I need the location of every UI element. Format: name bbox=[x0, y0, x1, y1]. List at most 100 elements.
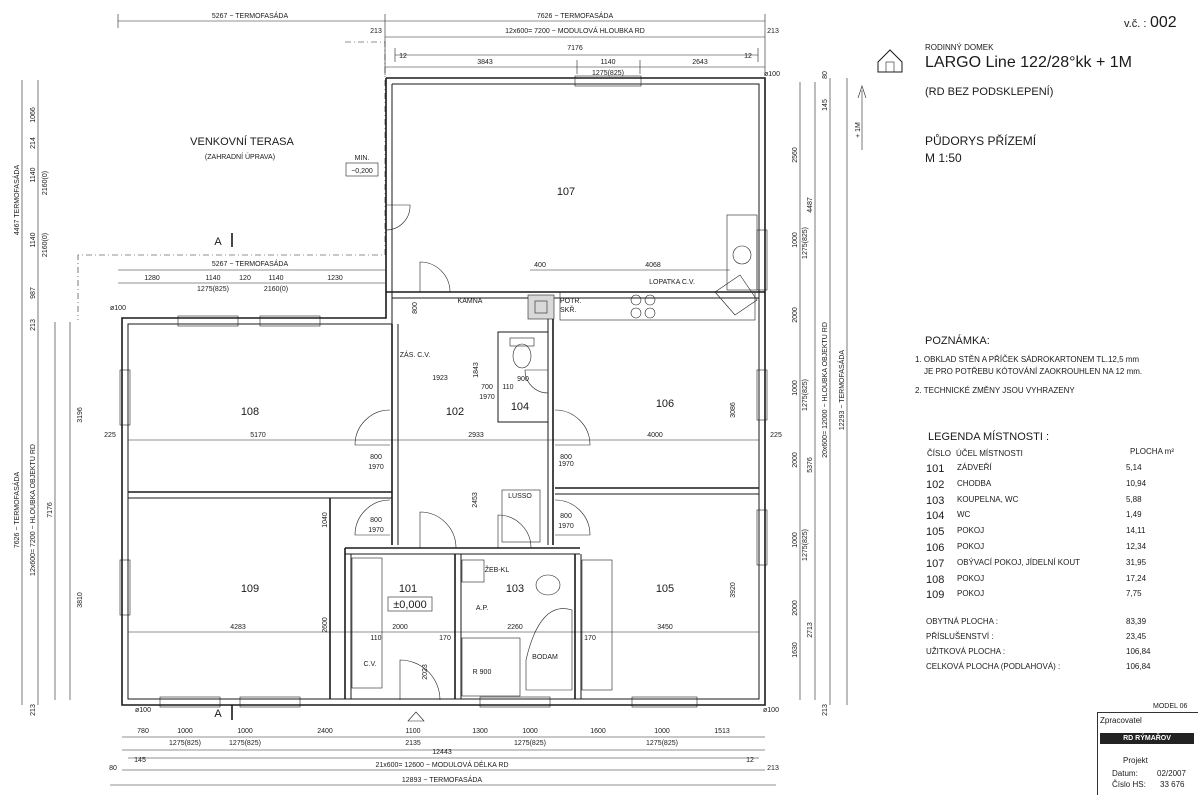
dim-r5376: 5376 bbox=[807, 457, 814, 473]
dim-b1275a: 1275(825) bbox=[169, 740, 201, 747]
dim-top-1140: 1140 bbox=[600, 59, 615, 66]
dim-1040: 1040 bbox=[322, 512, 329, 528]
legend-room-area: 5,14 bbox=[1126, 463, 1142, 472]
dim-b213-right: 213 bbox=[767, 765, 779, 772]
dim-1140b: 1140 bbox=[268, 275, 283, 282]
r900-label: R 900 bbox=[473, 669, 492, 676]
legend-room-name: CHODBA bbox=[957, 478, 992, 488]
dim-225-right: 225 bbox=[770, 432, 782, 439]
dim-2023: 2023 bbox=[422, 664, 429, 680]
dim-b12-right: 12 bbox=[746, 757, 754, 764]
room-107: 107 bbox=[557, 186, 575, 198]
title-block bbox=[1097, 712, 1198, 795]
dim-l2160: 2160(0) bbox=[42, 171, 49, 195]
dim-800-106: 800 bbox=[560, 454, 572, 461]
legend-room-area: 17,24 bbox=[1126, 573, 1147, 583]
dim-1923: 1923 bbox=[432, 375, 448, 382]
dim-d100-bl: ø100 bbox=[135, 707, 151, 714]
dim-l987: 987 bbox=[30, 287, 37, 299]
dim-l214: 214 bbox=[30, 137, 37, 149]
room-101: 101 bbox=[399, 583, 417, 595]
dim-2453: 2453 bbox=[472, 492, 479, 508]
dim-b1275c: 1275(825) bbox=[514, 740, 546, 747]
legend-room-name: POKOJ bbox=[957, 526, 985, 536]
legend-room-number: 106 bbox=[926, 542, 945, 554]
bodam-label: BODAM bbox=[532, 654, 558, 661]
dim-b1600: 1600 bbox=[590, 728, 606, 735]
bottom-dimensions: 780 1000 1000 2400 1100 1300 1000 1600 1… bbox=[109, 705, 779, 786]
lusso-label: LUSSO bbox=[508, 493, 532, 500]
total-value: 23,45 bbox=[1126, 632, 1147, 641]
skr-label: SKŘ. bbox=[560, 305, 576, 314]
dim-2600: 2600 bbox=[322, 617, 329, 633]
dim-r2560: 2560 bbox=[792, 147, 799, 163]
dim-b1000c: 1000 bbox=[522, 728, 538, 735]
dim-1970-106: 1970 bbox=[558, 461, 574, 468]
top-dimensions: 5267 − TERMOFASÁDA 7626 − TERMOFASÁDA 12… bbox=[117, 11, 780, 78]
level-mark: ±0,000 bbox=[393, 599, 427, 611]
dim-1230: 1230 bbox=[327, 275, 343, 282]
header-title: LARGO Line 122/28°kk + 1M bbox=[925, 54, 1132, 71]
dim-top-2643: 2643 bbox=[692, 59, 708, 66]
dim-1970-108: 1970 bbox=[368, 464, 384, 471]
dim-r145: 145 bbox=[822, 99, 829, 111]
dim-3450: 3450 bbox=[657, 624, 673, 631]
legend-room-area: 10,94 bbox=[1126, 478, 1147, 488]
sheet-number-label: v.č. : bbox=[1124, 18, 1147, 30]
dim-b1000a: 1000 bbox=[177, 728, 193, 735]
dim-120: 120 bbox=[239, 275, 251, 282]
dim-2000: 2000 bbox=[392, 624, 408, 631]
dim-170-bath: 170 bbox=[439, 635, 451, 642]
dim-l-modul: 12x600= 7200 − HLOUBKA OBJEKTU RD bbox=[30, 444, 37, 576]
doors bbox=[354, 261, 591, 701]
room-108: 108 bbox=[241, 406, 259, 418]
dim-top-3843: 3843 bbox=[477, 59, 493, 66]
dim-170-bath2: 170 bbox=[584, 635, 596, 642]
dim-1970-wc: 1970 bbox=[479, 394, 495, 401]
dim-l1066: 1066 bbox=[30, 107, 37, 123]
dim-r2000c: 2000 bbox=[792, 600, 799, 616]
legend-room-name: POKOJ bbox=[957, 573, 985, 583]
room-104: 104 bbox=[511, 401, 529, 413]
dim-l2160b: 2160(0) bbox=[42, 233, 49, 257]
dim-r-modul: 20x600= 12000 − HLOUBKA OBJEKTU RD bbox=[822, 322, 829, 458]
dim-4283: 4283 bbox=[230, 624, 246, 631]
legend-room-name: POKOJ bbox=[957, 589, 985, 599]
room-103: 103 bbox=[506, 583, 524, 595]
dim-3086: 3086 bbox=[730, 402, 737, 418]
dim-r2000b: 2000 bbox=[792, 452, 799, 468]
dim-3196: 3196 bbox=[77, 407, 84, 423]
total-value: 106,84 bbox=[1126, 647, 1151, 656]
min-value: −0,200 bbox=[351, 168, 373, 175]
dim-r1630: 1630 bbox=[792, 642, 799, 658]
dim-225-left: 225 bbox=[104, 432, 116, 439]
legend-room-area: 31,95 bbox=[1126, 557, 1147, 567]
dim-5170: 5170 bbox=[250, 432, 266, 439]
dim-3810: 3810 bbox=[77, 592, 84, 608]
poznamka-item-2: 2. TECHNICKÉ ZMĚNY JSOU VYHRAZENY bbox=[915, 386, 1075, 395]
interior-dimensions: 5170 2933 4000 225 225 4283 2000 2260 34… bbox=[77, 302, 782, 714]
dim-1843: 1843 bbox=[473, 362, 480, 378]
dim-top-7176: 7176 bbox=[567, 45, 583, 52]
legend-room-area: 12,34 bbox=[1126, 542, 1147, 551]
right-dimensions: 2560 4487 1000 1275(825) 2000 1000 1275(… bbox=[792, 71, 867, 716]
dim-r80: 80 bbox=[822, 71, 829, 79]
house-icon bbox=[877, 49, 903, 73]
outer-walls bbox=[119, 75, 768, 708]
left-dimensions: 4467 TERMOFASÁDA 1066 214 1140 1140 2160… bbox=[12, 80, 71, 716]
dim-r1275b: 1275(825) bbox=[802, 379, 809, 411]
dim-b1000b: 1000 bbox=[237, 728, 253, 735]
dim-b145: 145 bbox=[134, 757, 146, 764]
dim-b2400: 2400 bbox=[317, 728, 333, 735]
section-a-bottom: A bbox=[214, 708, 222, 720]
legend-room-name: OBÝVACÍ POKOJ, JÍDELNÍ KOUT bbox=[957, 557, 1080, 567]
ap-label: A.P. bbox=[476, 605, 488, 612]
dim-110-bath: 110 bbox=[370, 635, 381, 642]
company-logo: RD RÝMAŘOV bbox=[1100, 733, 1194, 744]
cv-label: C.V. bbox=[364, 661, 377, 668]
dim-top-213-right: 213 bbox=[767, 28, 779, 35]
room-109: 109 bbox=[241, 583, 259, 595]
legend-room-number: 104 bbox=[926, 510, 945, 523]
header-note: (RD BEZ PODSKLEPENÍ) bbox=[925, 86, 1054, 98]
